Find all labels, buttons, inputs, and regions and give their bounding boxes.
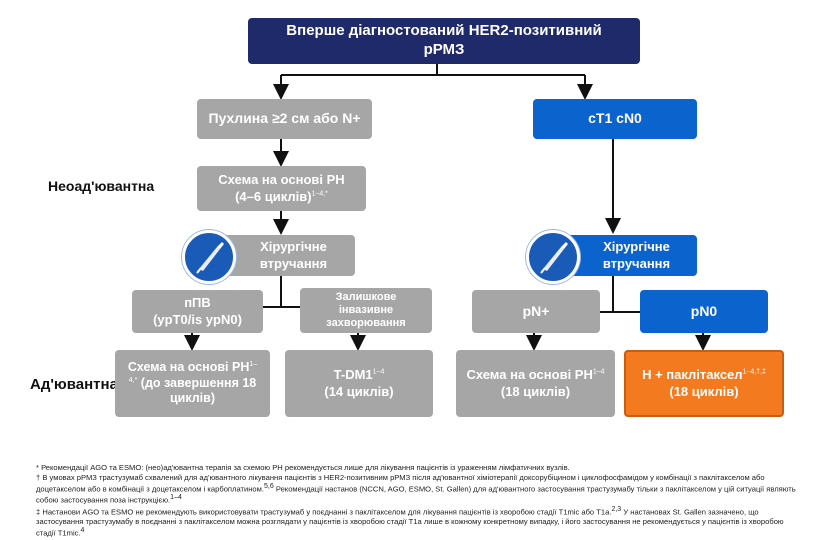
surgery-left-line1: Хірургічне	[260, 239, 327, 255]
ppv-line2: (ypT0/is ypN0)	[153, 311, 242, 327]
adj4-ref: 1–4,†,‡	[742, 368, 766, 376]
adjuvant-label: Ад'ювантна	[30, 376, 118, 393]
adj3-line2: (18 циклів)	[500, 383, 571, 399]
adj4-text1: H + паклітаксел	[642, 367, 743, 383]
adj2-line1: T-DM11–4	[334, 367, 385, 383]
footnote-3-text-a: ‡ Настанови AGO та ESMO не рекомендують …	[36, 507, 612, 517]
adjuvant-tdm1-box: T-DM11–4 (14 циклів)	[285, 350, 433, 417]
adj3-text1: Схема на основі PH	[466, 367, 593, 383]
footnote-3-ref-a: 2,3	[611, 506, 622, 513]
pn-plus-box: pN+	[472, 290, 600, 333]
adjuvant-ph-box: Схема на основі PH1– 4,* (до завершення …	[115, 350, 270, 417]
residual-disease-box: Залишкове інвазивне захворювання	[300, 288, 432, 333]
residual-line1: Залишкове	[335, 290, 397, 303]
adj1-ref2: 4,*	[128, 376, 138, 384]
scalpel-icon	[182, 230, 236, 284]
residual-line2: інвазивне	[338, 303, 394, 316]
residual-line3: захворювання	[326, 317, 406, 330]
surgery-right-line1: Хірургічне	[603, 239, 670, 255]
adj3-ref: 1–4	[592, 368, 605, 376]
adjuvant-paclitaxel-box: H + паклітаксел1–4,†,‡ (18 циклів)	[624, 350, 784, 417]
adj4-line2: (18 циклів)	[669, 383, 739, 399]
adj1-text1: Схема на основі PH	[127, 360, 250, 375]
pn-plus-label: pN+	[522, 302, 550, 319]
footnote-2-text-a: † В умовах рРМЗ трастузумаб схвалений дл…	[36, 473, 765, 494]
ppv-box: пПВ (ypT0/is ypN0)	[132, 290, 263, 333]
adj2-text1: T-DM1	[333, 367, 373, 383]
neoadjuvant-scheme-box: Схема на основі PH (4–6 циклів)1–4,*	[197, 166, 366, 211]
neoadjuvant-scheme-line1: Схема на основі PH	[218, 172, 345, 188]
diagnosis-line2: рРМЗ	[423, 41, 465, 58]
diagnosis-box: Вперше діагностований HER2-позитивний рР…	[248, 18, 640, 64]
adj2-line2: (14 циклів)	[324, 383, 394, 399]
neoadjuvant-scheme-ref: 1–4,*	[311, 190, 328, 198]
ppv-line1: пПВ	[184, 295, 211, 311]
footnote-3-ref-b: 4	[80, 526, 85, 534]
surgery-left-line2: втручання	[259, 255, 328, 271]
scalpel-icon	[526, 230, 580, 284]
ct1-label: cT1 cN0	[588, 110, 642, 127]
footnotes: * Рекомендації AGO та ESMO: (нео)ад'юван…	[36, 463, 796, 539]
adj3-line1: Схема на основі PH1–4	[466, 367, 604, 383]
adj1-line1: Схема на основі PH1–	[128, 360, 257, 376]
neoadjuvant-scheme-cycles: (4–6 циклів)	[235, 188, 312, 204]
neoadjuvant-scheme-line2: (4–6 циклів)1–4,*	[235, 189, 328, 205]
adj1-line2: 4,* (до завершення 18	[129, 376, 257, 392]
footnote-1: * Рекомендації AGO та ESMO: (нео)ад'юван…	[36, 463, 570, 472]
adj1-ref: 1–	[249, 360, 258, 368]
footnote-2-ref-a: 5,6	[264, 482, 274, 490]
surgery-right-line2: втручання	[602, 255, 671, 271]
ct1-box: cT1 cN0	[533, 99, 697, 139]
footnote-2-ref-b: 1–4	[170, 493, 182, 501]
diagnosis-line1: Вперше діагностований HER2-позитивний	[286, 22, 602, 40]
footnote-2: † В умовах рРМЗ трастузумаб схвалений дл…	[36, 473, 796, 505]
footnote-3-text-b: У настановах St. Gallen зазначено, що за…	[36, 507, 784, 538]
tumor-size-box: Пухлина ≥2 см або N+	[197, 99, 372, 139]
adj2-ref: 1–4	[372, 368, 385, 376]
adj1-line3: циклів)	[169, 391, 216, 406]
tumor-size-label: Пухлина ≥2 см або N+	[208, 110, 361, 127]
footnote-2-text-b: Рекомендації настанов (NCCN, AGO, ESMO, …	[36, 484, 796, 505]
adj1-text2: (до завершення 18	[137, 375, 257, 390]
pn0-box: pN0	[640, 290, 768, 333]
adjuvant-ph-right-box: Схема на основі PH1–4 (18 циклів)	[456, 350, 615, 417]
pn0-label: pN0	[690, 302, 718, 319]
neoadjuvant-label: Неоад'ювантна	[48, 178, 155, 194]
footnote-3: ‡ Настанови AGO та ESMO не рекомендують …	[36, 506, 796, 538]
adj4-line1: H + паклітаксел1–4,†,‡	[642, 367, 766, 383]
